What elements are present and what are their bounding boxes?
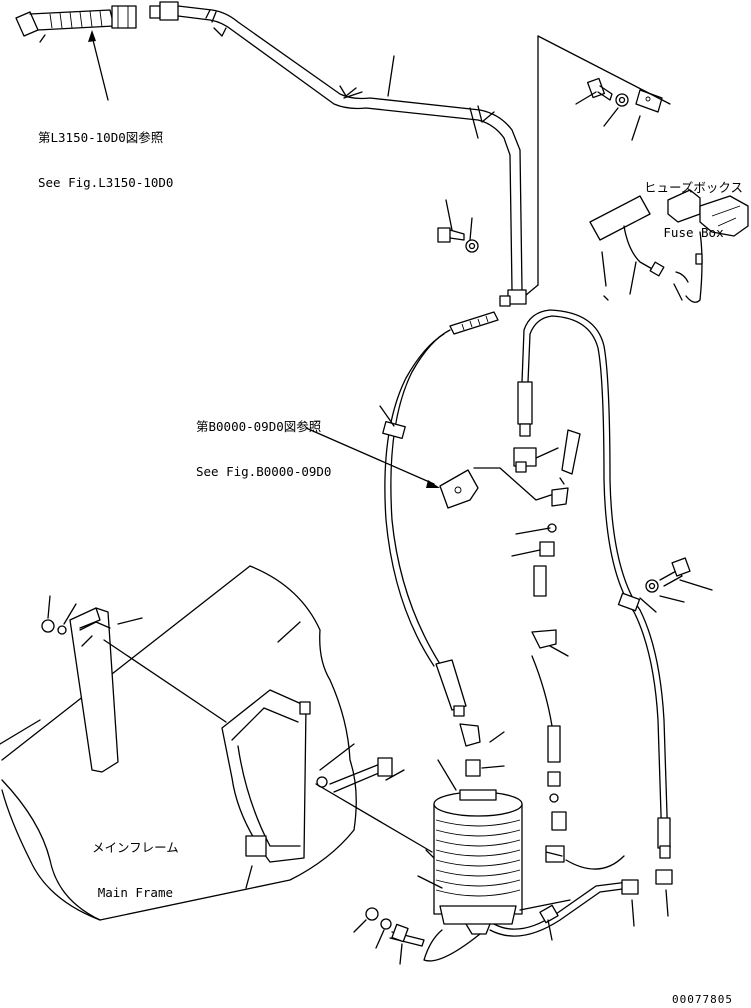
fuse-box-label-en: Fuse Box — [663, 225, 724, 240]
hose-right-loop — [517, 295, 671, 859]
main-frame-label: メインフレーム Main Frame — [92, 810, 179, 930]
reference-label-middle: 第B0000-09D0図参照 See Fig.B0000-09D0 — [196, 389, 331, 509]
bolt-washer-mid — [437, 199, 479, 253]
fuse-box-label: ヒューズボックス Fuse Box — [644, 150, 743, 270]
bolt-washer-right — [639, 557, 713, 613]
main-frame-label-jp: メインフレーム — [92, 840, 179, 855]
reference-label-top-en: See Fig.L3150-10D0 — [38, 175, 174, 190]
leader-ref-middle — [305, 427, 440, 488]
main-frame-label-en: Main Frame — [97, 885, 174, 900]
reference-label-top-jp: 第L3150-10D0図参照 — [38, 130, 164, 145]
bottom-hoses — [353, 851, 673, 965]
bolt-upper-right — [575, 77, 663, 141]
hose-left — [379, 311, 499, 717]
reference-label-top: 第L3150-10D0図参照 See Fig.L3150-10D0 — [38, 100, 173, 220]
reference-label-middle-en: See Fig.B0000-09D0 — [196, 464, 332, 479]
frame-bracket — [221, 689, 433, 889]
rigid-tube-upper — [149, 1, 523, 291]
reference-label-middle-jp: 第B0000-09D0図参照 — [196, 419, 322, 434]
fuse-box-unit — [589, 189, 749, 303]
drawing-number: 00077805 — [672, 993, 733, 1006]
mounting-bracket-left — [41, 595, 227, 773]
accumulator-filter — [417, 723, 523, 935]
main-frame-body — [0, 565, 357, 921]
leader-ref-top — [88, 30, 109, 101]
valve-assembly-mid — [439, 429, 581, 509]
hose-end-top-left — [15, 5, 137, 43]
fitting-stack — [511, 523, 569, 863]
fuse-box-label-jp: ヒューズボックス — [644, 180, 744, 195]
